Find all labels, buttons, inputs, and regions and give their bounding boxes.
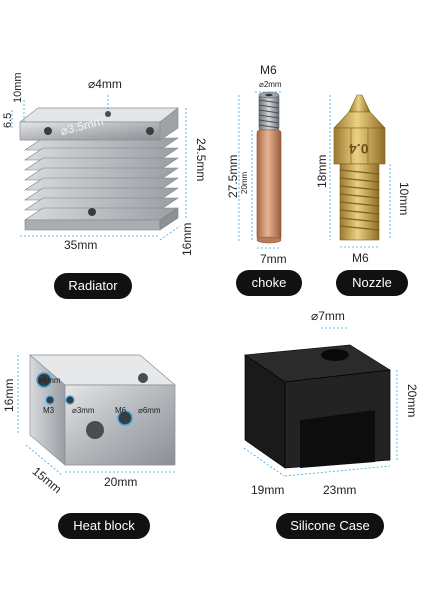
silicone-case-height-dim: 20mm (405, 384, 419, 418)
heat-block-bore-c-dim: ⌀3mm (72, 406, 95, 415)
silicone-case-image (243, 327, 398, 477)
radiator-fins (24, 127, 179, 221)
nozzle-thread-length-dim: 10mm (397, 182, 411, 216)
choke-length-dim: 27.5mm (226, 154, 240, 198)
radiator-image (11, 95, 187, 241)
heat-block-height-dim: 16mm (2, 378, 16, 412)
nozzle-thread-dim: M6 (352, 251, 369, 265)
nozzle-length-dim: 18mm (315, 154, 329, 188)
radiator-depth-dim: 16mm (180, 222, 194, 256)
choke-inner-dim: ⌀2mm (259, 80, 282, 89)
choke-diameter-dim: 7mm (260, 252, 287, 266)
silicone-case-width-dim: 23mm (323, 483, 357, 497)
heat-block-width-dim: 20mm (104, 475, 138, 489)
radiator-width-dim: 35mm (64, 238, 98, 252)
radiator-side-dim: 6.5 (2, 112, 14, 128)
silicone-case-hole (321, 349, 349, 361)
choke-body-dim: 20mm (240, 171, 249, 194)
radiator-caption: Radiator (54, 273, 132, 299)
radiator-top-hole (105, 111, 111, 117)
radiator-dimension-lines (11, 95, 187, 241)
nozzle-caption: Nozzle (336, 270, 408, 296)
silicone-case-hole-dim: ⌀7mm (311, 309, 345, 323)
heat-block-image (17, 354, 176, 476)
heat-block-bore-b-dim: M3 (43, 406, 55, 415)
choke-caption: choke (236, 270, 302, 296)
heat-block-bore-a-dim: ⌀6mm (38, 376, 61, 385)
silicone-case-caption: Silicone Case (276, 513, 384, 539)
heat-block-bore-e-dim: ⌀6mm (138, 406, 161, 415)
radiator-height-dim: 24.5mm (194, 138, 208, 182)
heat-block-caption: Heat block (58, 513, 150, 539)
radiator-hole-dim: ⌀4mm (88, 77, 122, 91)
nozzle-engraving: 0.4 (349, 141, 369, 157)
radiator-top-dim: 10mm (12, 72, 24, 103)
choke-image (238, 91, 283, 249)
nozzle-image (329, 94, 391, 248)
radiator-bottom-hole (88, 208, 96, 216)
silicone-case-depth-dim: 19mm (251, 483, 285, 497)
nozzle-dimension-lines (329, 95, 391, 248)
heat-block-dimension-lines (17, 355, 175, 476)
silicone-case-dimension-lines (243, 327, 398, 477)
heat-block-bore-d-dim: M6 (115, 406, 127, 415)
choke-dimension-lines (238, 91, 283, 249)
choke-thread-dim: M6 (260, 63, 277, 77)
